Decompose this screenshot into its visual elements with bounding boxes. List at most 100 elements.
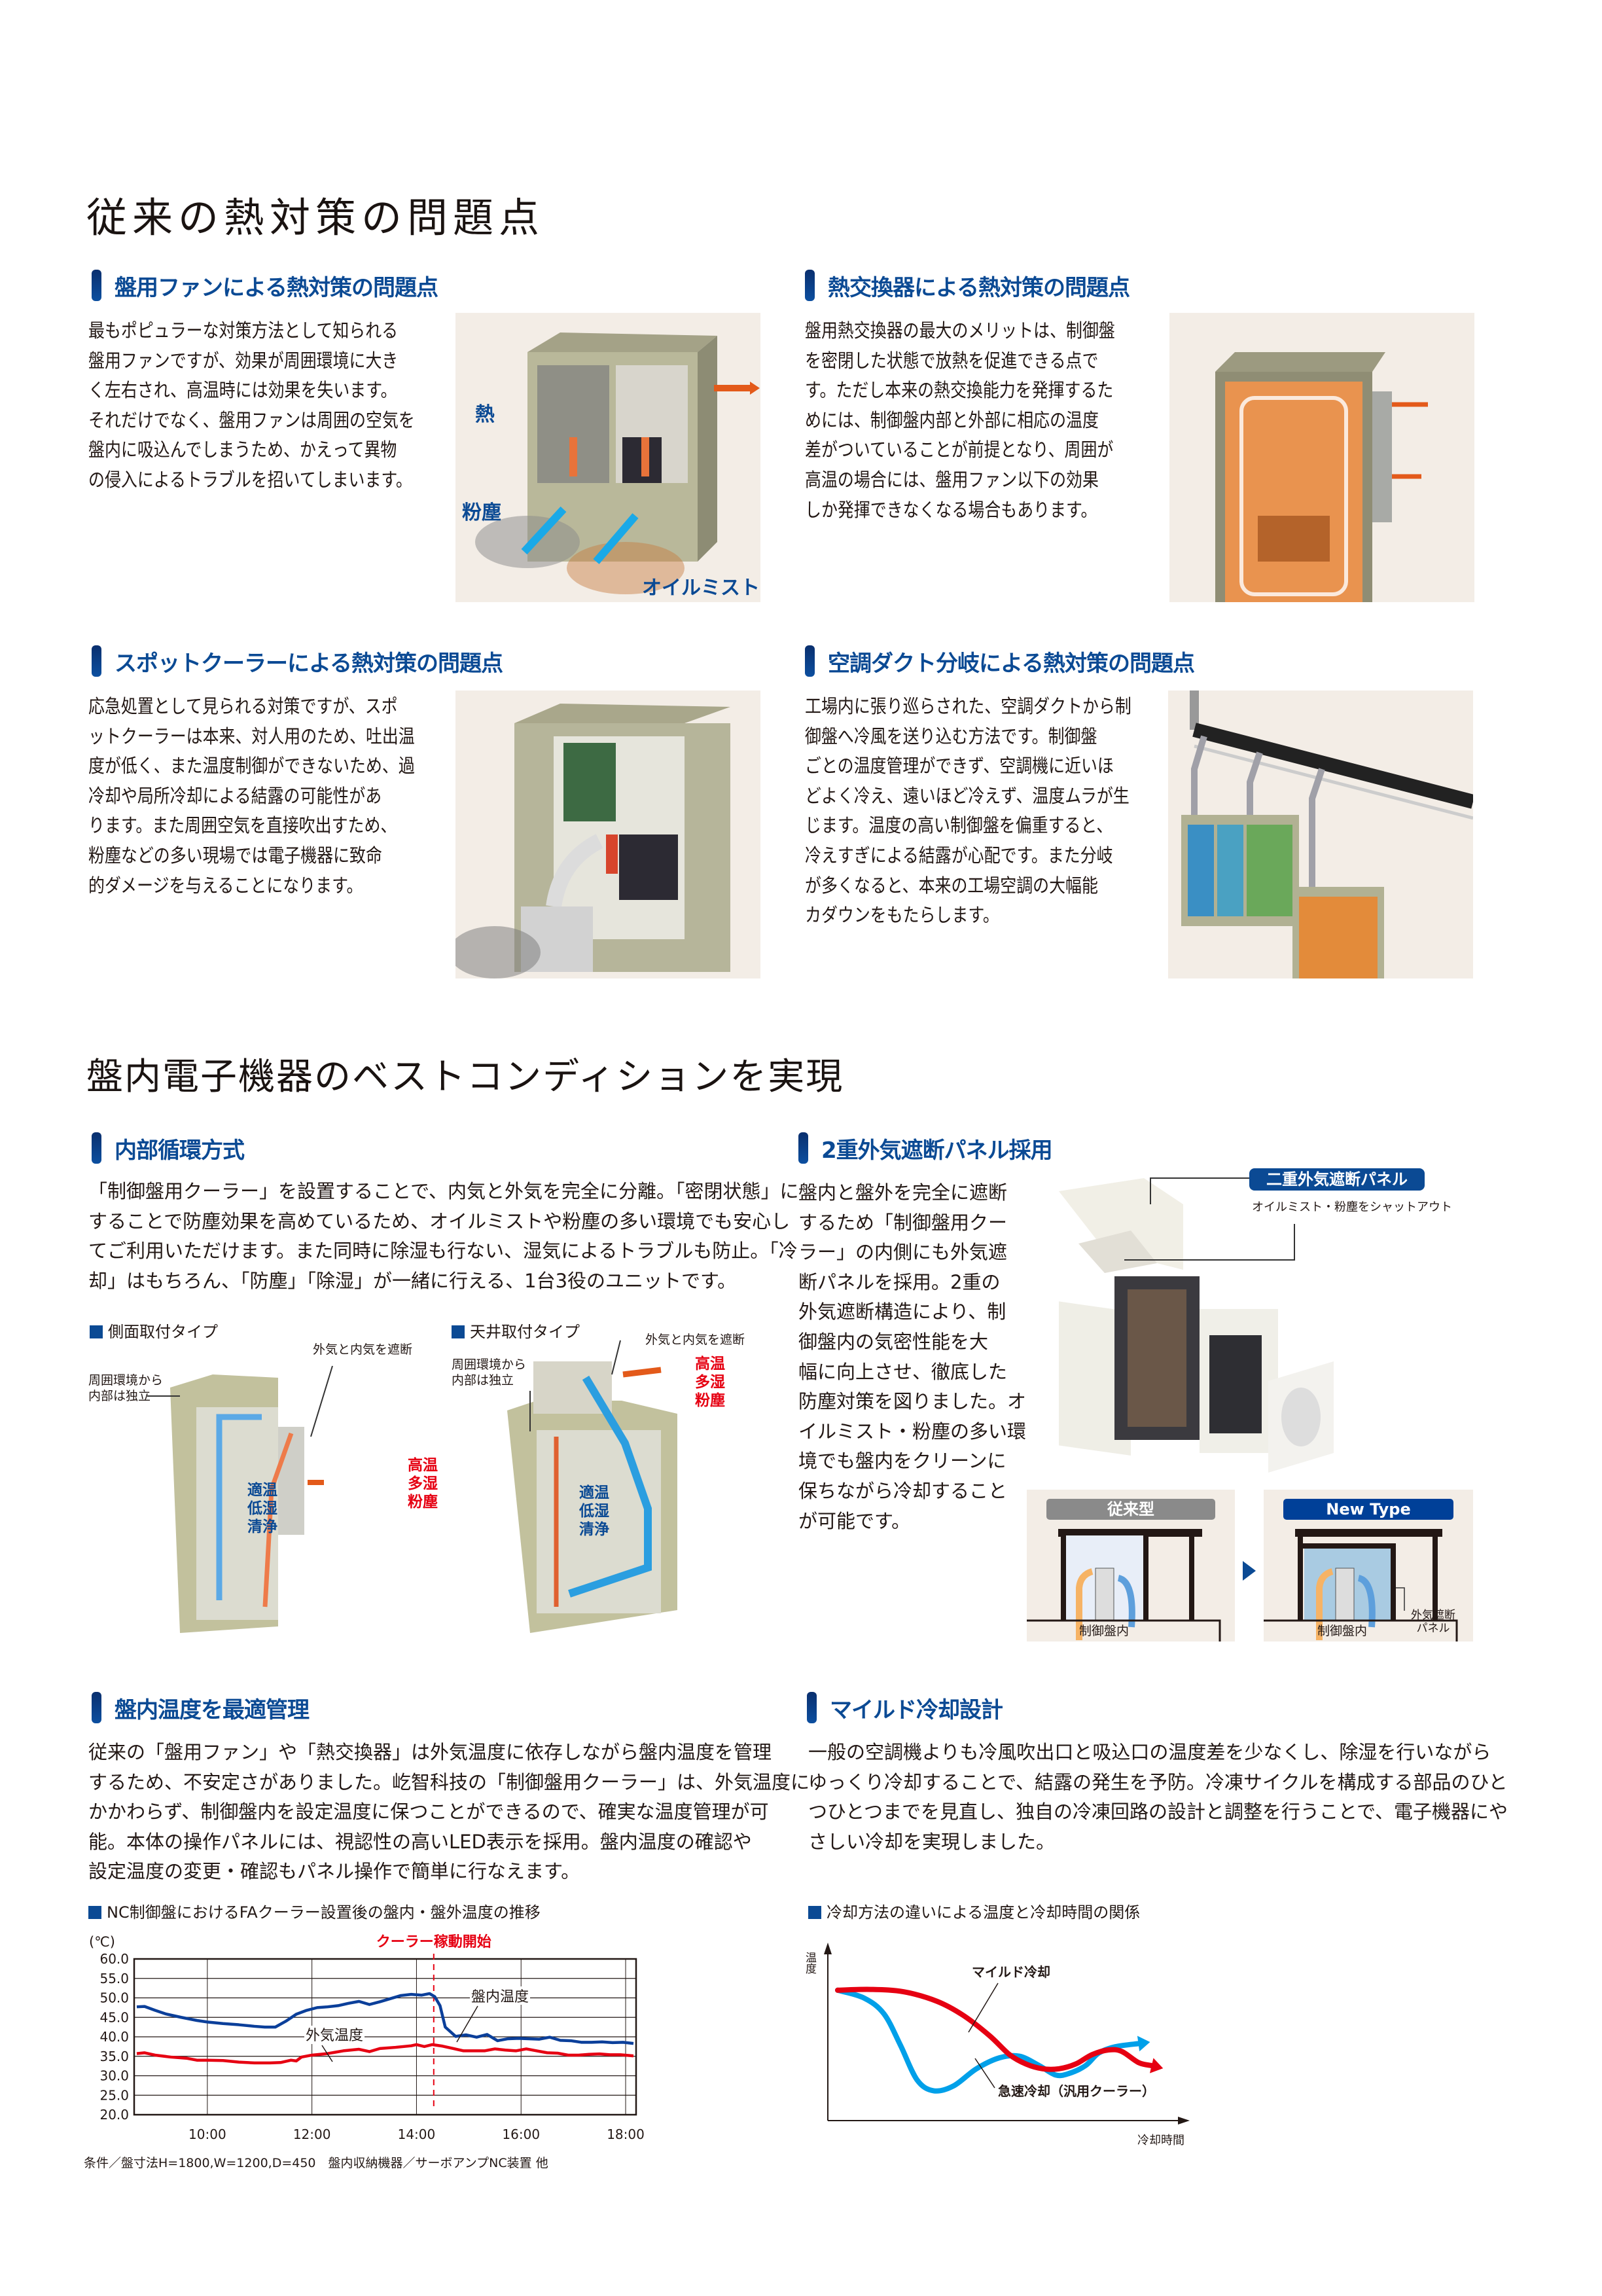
outside-panel-label: 外気遮断パネル: [1411, 1609, 1455, 1635]
temperature-trend-chart: (℃)60.055.050.045.040.035.030.025.020.01…: [89, 1933, 645, 2142]
text-line: 防塵対策を図りました。オ: [798, 1390, 1027, 1413]
y-tick-label: 30.0: [99, 2068, 129, 2084]
y-axis-label: 温度: [803, 1952, 817, 1974]
text-line: めには、制御盤内部と外部に相応の温度: [805, 408, 1099, 431]
ceiling-mount-cabinet-image: [507, 1340, 677, 1633]
fan-illustration: 熱 粉塵 オイルミスト: [455, 313, 760, 602]
heading-bar: [92, 1692, 101, 1723]
text-line: す。ただし本来の熱交換能力を発揮するた: [805, 379, 1114, 402]
mild-leader: [968, 1982, 999, 2033]
text-line: 幅に向上させ、徹底した: [798, 1360, 1008, 1383]
ceiling-outside-condition: 高温多湿粉塵: [695, 1355, 725, 1409]
heading-text: スポットクーラーによる熱対策の問題点: [115, 650, 503, 677]
rapid-cooling-label: 急速冷却（汎用クーラー）: [998, 2083, 1155, 2099]
plot-frame: [133, 1958, 637, 2116]
y-tick-label: 45.0: [99, 2009, 129, 2025]
heading-spot-cooler: スポットクーラーによる熱対策の問題点: [92, 645, 503, 677]
text-line: 盤用熱交換器の最大のメリットは、制御盤: [805, 319, 1115, 342]
x-tick-label: 14:00: [398, 2126, 436, 2142]
duct-paragraph: 工場内に張り巡らされた、空調ダクトから制御盤へ冷風を送り込む方法です。制御盤ごと…: [805, 692, 1162, 931]
section-title-conventional: 従来の熱対策の問題点: [86, 194, 545, 242]
text-line: 工場内に張り巡らされた、空調ダクトから制: [805, 695, 1131, 717]
comparison-new-type: New Type 制御盤内 外気遮断パネル: [1264, 1490, 1473, 1641]
ceiling-mount-diagram: 天井取付タイプ 周囲環境から内部は独立 外気と内気を遮断 高温多湿粉塵 適温低湿…: [452, 1319, 766, 1646]
heading-heat-exchanger: 熱交換器による熱対策の問題点: [805, 270, 1130, 301]
text-line: 差がついていることが前提となり、周囲が: [805, 439, 1114, 461]
double-panel-callout-sub: オイルミスト・粉塵をシャットアウト: [1252, 1200, 1452, 1214]
series-line-outer-temp: [136, 2043, 634, 2065]
text-line: を密閉した状態で放熱を促進できる点で: [805, 349, 1099, 372]
double-panel-callout: 二重外気遮断パネル: [1249, 1168, 1425, 1191]
square-bullet-icon: [90, 1325, 103, 1338]
double-panel-paragraph: 盤内と盤外を完全に遮断するため「制御盤用クーラー」の内側にも外気遮断パネルを採用…: [798, 1178, 1026, 1536]
heading-bar: [798, 1132, 808, 1164]
heat-exchanger-illustration: [1169, 313, 1474, 602]
x-tick-label: 18:00: [607, 2126, 645, 2142]
heading-bar: [92, 270, 101, 301]
text-line: することで防塵効果を高めているため、オイルミストや粉塵の多い環境でも安心し: [88, 1210, 791, 1232]
ceiling-isolate-label: 周囲環境から内部は独立: [452, 1357, 527, 1388]
chart1-title: NC制御盤におけるFAクーラー設置後の盤内・盤外温度の推移: [88, 1899, 541, 1922]
heading-fan: 盤用ファンによる熱対策の問題点: [92, 270, 438, 301]
heading-duct: 空調ダクト分岐による熱対策の問題点: [805, 645, 1195, 677]
text-line: 「制御盤用クーラー」を設置することで、内気と外気を完全に分離。「密閉状態」に: [88, 1180, 799, 1202]
text-line: 度が低く、また温度制御ができないため、過: [88, 755, 415, 778]
label-bg: [470, 1986, 530, 2005]
text-line: 却」はもちろん、「防塵」「除湿」が一緒に行える、1台3役のユニットです。: [88, 1269, 737, 1292]
heading-text: 2重外気遮断パネル採用: [821, 1137, 1053, 1164]
text-line: 粉塵などの多い現場では電子機器に致命: [88, 844, 382, 867]
y-tick-label: 35.0: [99, 2049, 129, 2064]
y-axis-arrow-icon: [824, 1943, 832, 1954]
arrow-right-icon: [1243, 1561, 1256, 1581]
text-line: ごとの温度管理ができず、空調機に近いほ: [805, 755, 1114, 778]
text-line: が多くなると、本来の工場空調の大幅能: [805, 874, 1098, 897]
heading-temp-management: 盤内温度を最適管理: [92, 1692, 310, 1723]
heat-exchanger-paragraph: 盤用熱交換器の最大のメリットは、制御盤を密閉した状態で放熱を促進できる点です。た…: [805, 316, 1162, 525]
heading-text: マイルド冷却設計: [830, 1696, 1003, 1723]
y-axis-unit: (℃): [89, 1934, 115, 1950]
text-line: 能。本体の操作パネルには、視認性の高いLED表示を採用。盤内温度の確認や: [88, 1830, 752, 1853]
text-line: 断パネルを採用。2重の: [798, 1270, 1001, 1293]
oil-mist-label: オイルミスト: [642, 577, 760, 600]
heading-bar: [807, 1692, 817, 1723]
section-title-best-condition: 盤内電子機器のベストコンディションを実現: [86, 1056, 844, 1098]
text-line: ゆっくり冷却することで、結露の発生を予防。冷凍サイクルを構成する部品のひと: [808, 1770, 1508, 1793]
text-line: 保ちながら冷却すること: [798, 1479, 1008, 1502]
text-line: 高温の場合には、盤用ファン以下の効果: [805, 468, 1099, 491]
inner-temp-label: 盤内温度: [471, 1989, 529, 2005]
text-line: それだけでなく、盤用ファンは周囲の空気を: [88, 408, 415, 431]
chart1-footnote: 条件／盤寸法H=1800,W=1200,D=450 盤内収納機器／サーボアンプN…: [84, 2156, 548, 2170]
old-type-tag: 従来型: [1046, 1499, 1215, 1520]
heading-internal-circulation: 内部循環方式: [92, 1132, 245, 1164]
text-line: しか発揮できなくなる場合もあります。: [805, 498, 1097, 521]
old-type-diagram: [1027, 1529, 1221, 1641]
outer-temp-leader: [321, 2045, 333, 2062]
text-line: するため「制御盤用クー: [798, 1211, 1008, 1234]
side-mount-diagram: 側面取付タイプ 周囲環境から内部は独立 外気と内気を遮断 高温多湿粉塵 適温低湿…: [88, 1319, 442, 1646]
ceiling-block-label: 外気と内気を遮断: [645, 1333, 745, 1347]
heading-text: 盤内温度を最適管理: [115, 1696, 310, 1723]
x-tick-label: 12:00: [293, 2126, 331, 2142]
internal-circulation-paragraph: 「制御盤用クーラー」を設置することで、内気と外気を完全に分離。「密閉状態」にする…: [88, 1177, 798, 1296]
line-end-arrow-icon: [1137, 2036, 1150, 2052]
text-line: 従来の「盤用ファン」や「熱交換器」は外気温度に依存しながら盤内温度を管理: [88, 1741, 772, 1763]
text-line: てご利用いただけます。また同時に除湿も行ない、湿気によるトラブルも防止。「冷: [88, 1240, 798, 1263]
heading-text: 熱交換器による熱対策の問題点: [828, 274, 1130, 301]
chart2-title: 冷却方法の違いによる温度と冷却時間の関係: [808, 1899, 1140, 1922]
text-line: 設定温度の変更・確認もパネル操作で簡単に行なえます。: [88, 1860, 580, 1883]
y-tick-label: 50.0: [99, 1990, 129, 2006]
y-tick-label: 40.0: [99, 2029, 129, 2045]
text-line: ラー」の内側にも外気遮: [798, 1241, 1008, 1264]
text-line: く左右され、高温時には効果を失います。: [88, 379, 397, 402]
fan-paragraph: 最もポピュラーな対策方法として知られる盤用ファンですが、効果が周囲環境に大きく左…: [88, 316, 445, 495]
side-mount-label: 側面取付タイプ: [90, 1319, 218, 1342]
text-line: 盤用ファンですが、効果が周囲環境に大き: [88, 349, 399, 372]
side-isolate-label: 周囲環境から内部は独立: [88, 1373, 164, 1403]
text-line: かかわらず、制御盤内を設定温度に保つことができるので、確実な温度管理が可: [88, 1801, 769, 1823]
rapid-leader: [974, 2058, 995, 2089]
heat-label: 熱: [475, 403, 495, 426]
side-outside-condition: 高温多湿粉塵: [408, 1457, 438, 1511]
new-type-tag: New Type: [1283, 1499, 1453, 1520]
text-line: するため、不安定さがありました。屹智科技の「制御盤用クーラー」は、外気温度に: [88, 1770, 810, 1793]
